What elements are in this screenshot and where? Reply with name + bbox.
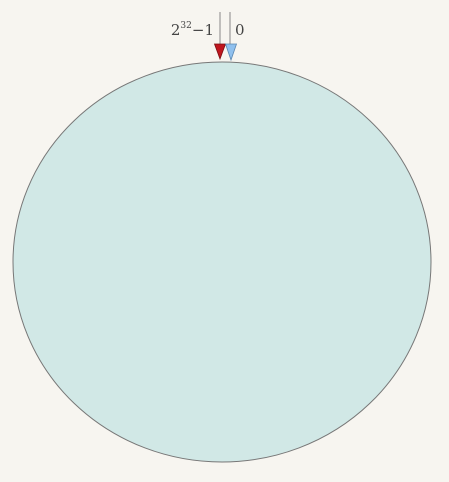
max-value-label: 232−1 [171,21,214,39]
max-value-base: 2 [171,21,181,39]
min-value-label: 0 [235,21,245,39]
max-value-exponent: 32 [180,21,191,31]
hash-ring [12,61,432,463]
min-value-arrow-icon [224,43,238,62]
max-value-arrow-icon [213,43,227,61]
max-value-suffix: −1 [192,21,214,39]
